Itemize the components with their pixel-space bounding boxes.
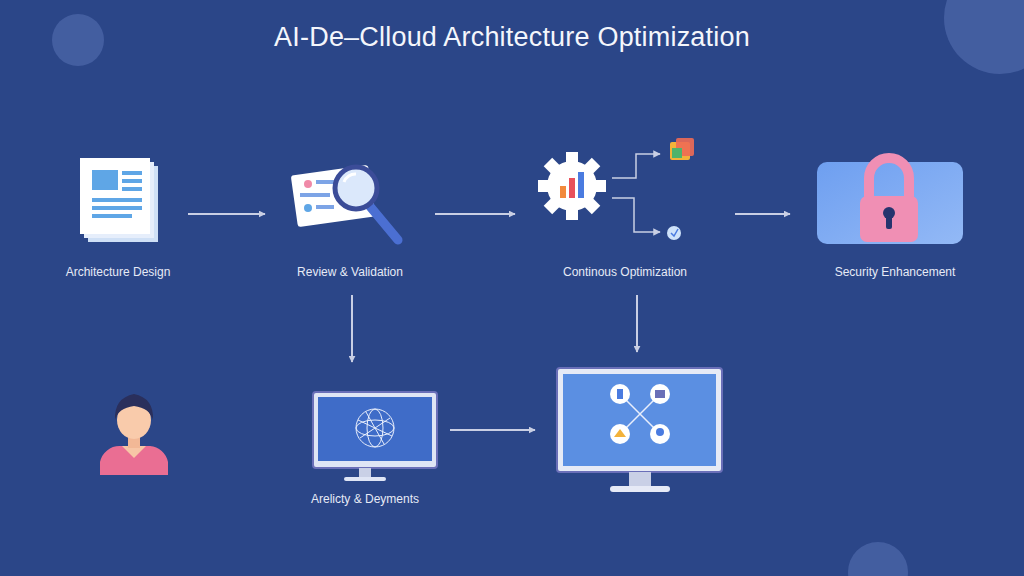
flow-arrow (435, 213, 515, 215)
person-icon (100, 394, 168, 475)
monitor-icon (557, 368, 722, 492)
document-icon (80, 158, 158, 242)
process-node: Security Enhancement (800, 150, 990, 285)
node-label: Review & Validation (275, 265, 425, 280)
flow-arrow (450, 429, 535, 431)
gear-icon (538, 138, 694, 240)
process-node: Review & Validation (275, 150, 425, 285)
flow-arrow (351, 295, 353, 362)
process-node: Arelicty & Deyments (290, 372, 440, 510)
node-label: Architecture Design (58, 265, 178, 280)
monitor-icon (313, 392, 437, 481)
decor-circle (848, 542, 908, 576)
node-label: Arelicty & Deyments (290, 492, 440, 507)
process-node (545, 362, 735, 497)
diagram-title: AI-De–Clloud Architecture Optimization (0, 22, 1024, 53)
lock-icon (817, 158, 963, 244)
node-label: Security Enhancement (800, 265, 990, 280)
node-label: Continous Optimization (525, 265, 725, 280)
flow-arrow (636, 295, 638, 352)
decor-circle (944, 0, 1024, 74)
review-icon (291, 165, 398, 240)
process-node: Architecture Design (58, 150, 178, 285)
decor-circle (52, 14, 104, 66)
flow-arrow (188, 213, 265, 215)
flow-arrow (735, 213, 790, 215)
process-node: Continous Optimization (525, 150, 725, 285)
